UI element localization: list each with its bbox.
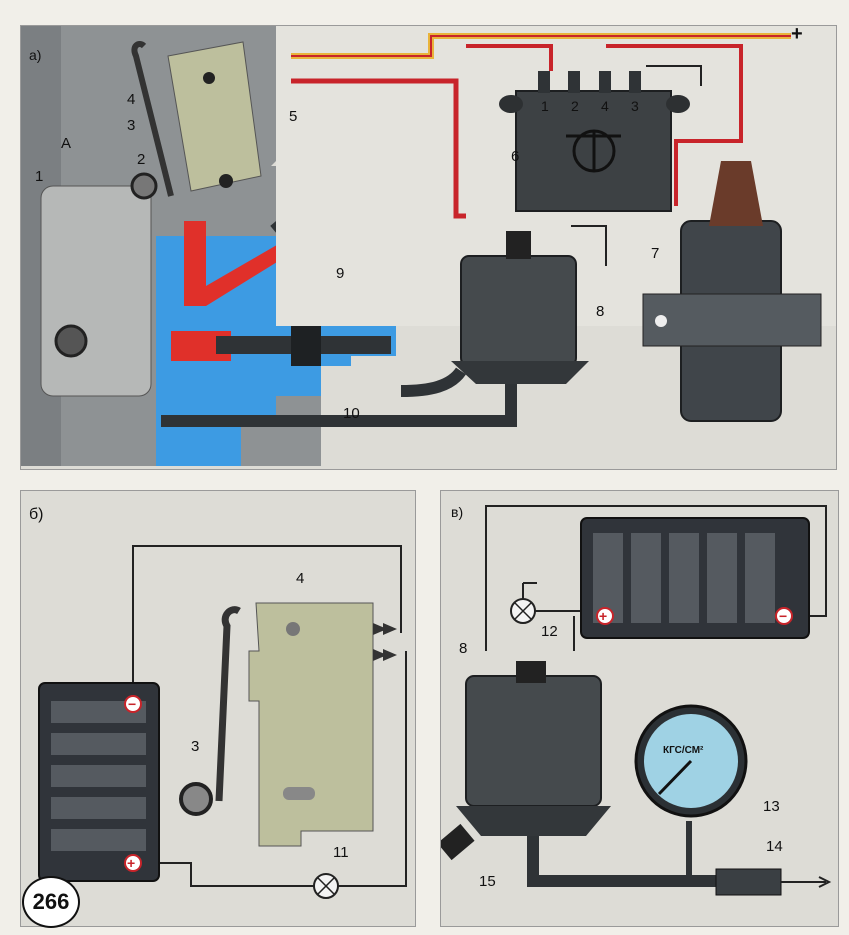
label-13: 13 [763,798,780,815]
terminal-2-label: 2 [571,98,579,114]
sensor-c-body [465,675,602,807]
contact-spring [131,41,174,197]
panel-b-contact-check: − + б) 4 3 11 [20,490,416,927]
roller-b [179,782,213,816]
battery-c-minus-label: − [779,608,787,624]
plate-b-connectors [373,623,397,661]
switch-6-ear-right [666,95,690,113]
roller [130,172,158,200]
panel-a-tag: а) [29,47,41,63]
battery-c-cells [593,533,775,623]
label-14: 14 [766,838,783,855]
label-b-4: 4 [296,570,304,587]
label-7: 7 [651,245,659,262]
valve-14 [715,868,782,896]
lever-3 [215,606,241,802]
panel-c-sensor-check: + − КГС/СМ² в) 12 8 13 14 15 [440,490,839,927]
outlet-arrow [781,876,832,888]
switch-6-terminals [538,71,641,93]
label-6: 6 [511,148,519,165]
wire-c-top [485,505,827,651]
panel-a-drawing: а) + А 1 2 3 4 5 6 7 8 9 10 1 2 4 3 [21,26,836,466]
panel-b-drawing: − + б) 4 3 11 [29,506,407,899]
sensor-c-pipe [527,836,721,887]
contact-plate [167,41,262,192]
sensor-8-base [451,361,589,384]
plate-4-hole [286,622,300,636]
label-15: 15 [479,873,496,890]
label-4: 4 [127,91,135,108]
rivet-top [203,72,215,84]
label-2: 2 [137,151,145,168]
sensor-8-cap [506,231,531,259]
gap-label: А [61,135,71,152]
sensor-c-cap [516,661,546,683]
label-10: 10 [343,405,360,422]
battery-c-plus-label: + [599,608,607,624]
wire-red-relay [291,78,466,219]
wire-b-bottom [133,651,407,887]
battery-b-cells [51,701,146,851]
wire-ground-3 [646,65,702,86]
coil-7-bracket [642,293,822,347]
lever-pivot [54,324,88,358]
wire-b-top [132,545,402,686]
label-1: 1 [35,168,43,185]
battery-c-plus-terminal [596,607,614,625]
sensor-8-pipe [161,384,517,427]
wire-ground-8 [571,225,607,266]
wire-red-terminal-4 [606,44,743,206]
label-9: 9 [336,265,344,282]
sensor-c-base [456,806,611,836]
terminal-4-label: 4 [601,98,609,114]
battery-b-minus-label: − [128,696,136,712]
battery-b-plus-label: + [127,855,135,871]
label-3: 3 [127,117,135,134]
panel-b-tag: б) [29,506,44,523]
sensor-8-body [460,255,577,367]
pressure-gauge-needle [657,759,693,796]
panel-c-drawing: + − КГС/СМ² в) 12 8 13 14 15 [441,504,832,896]
gauge-unit-label: КГС/СМ² [663,745,704,756]
panel-c-tag: в) [451,504,463,520]
label-11: 11 [333,844,349,861]
drain-plug-15 [441,823,475,861]
wire-red-terminal-2 [466,44,553,71]
contact-plate-4 [248,602,374,847]
wire-plus-main-core [291,35,791,57]
panel-a-pump-circuit: а) + А 1 2 3 4 5 6 7 8 9 10 1 2 4 3 [20,25,837,470]
fuel-passage [184,221,311,306]
switch-6-ear-left [499,95,523,113]
lamp-11-cross [317,877,335,895]
plate-4-slot [283,787,315,800]
rivet-bottom [219,174,233,188]
label-8: 8 [596,303,604,320]
terminal-1-label: 1 [541,98,549,114]
battery-c-minus-terminal [775,607,793,625]
battery-b-plus-terminal [124,854,142,872]
lever-plate [40,185,152,397]
label-12: 12 [541,623,558,640]
plus-terminal-label: + [791,26,803,45]
lamp-12-cross [514,602,532,620]
label-5: 5 [289,108,297,125]
battery-b-minus-terminal [124,695,142,713]
page-number: 266 [22,876,80,928]
label-c-8: 8 [459,640,467,657]
transistor-leads [566,131,621,171]
coil-7-bracket-hole [655,315,667,327]
terminal-3-label: 3 [631,98,639,114]
coil-7-cap [709,161,763,226]
label-b-3: 3 [191,738,199,755]
sensor-8-pipe-b [400,367,466,397]
valve-nut [291,326,321,366]
